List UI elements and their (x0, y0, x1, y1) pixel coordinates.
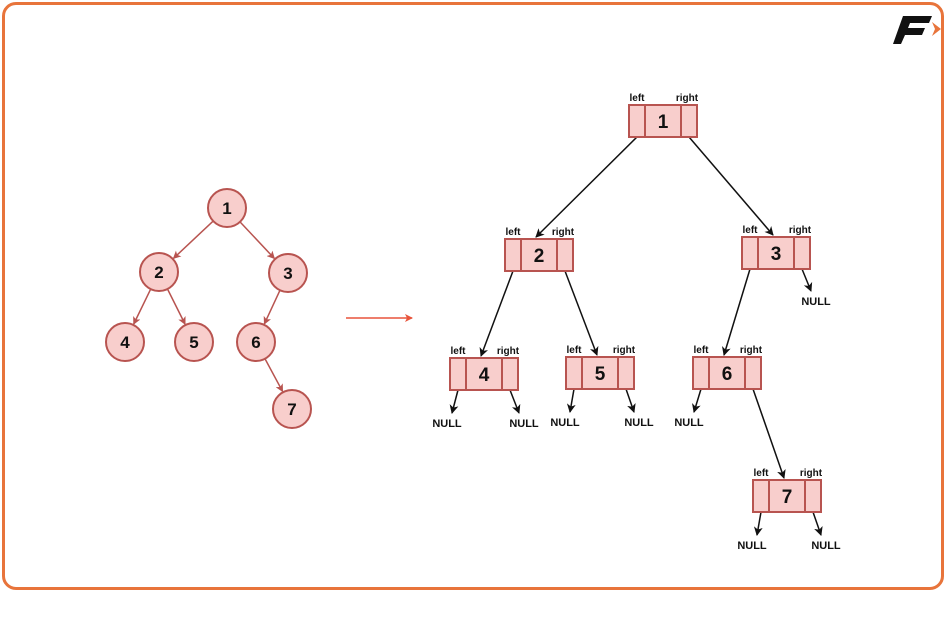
null-label: NULL (432, 418, 462, 430)
left-label: left (694, 345, 710, 356)
right-label: right (800, 468, 823, 479)
tree-node-5: 5 (174, 322, 214, 362)
linked-node-3: 3 left right (741, 225, 812, 270)
node-value: 6 (251, 333, 260, 352)
node-box (504, 238, 574, 272)
tree-edge (172, 220, 214, 259)
linked-node-5: 5 left right (565, 345, 636, 390)
left-pointer-edge (753, 511, 763, 536)
right-label: right (497, 346, 520, 357)
tree-node-6: 6 (236, 322, 276, 362)
node-value: 4 (120, 333, 130, 352)
tree-edge (166, 288, 186, 326)
node-value: 2 (534, 246, 545, 267)
node-circle (139, 252, 179, 292)
node-circle (207, 188, 247, 228)
node-circle (174, 322, 214, 362)
left-pointer-edge (692, 388, 702, 413)
tree-edge (133, 288, 152, 325)
right-pointer-edge (688, 136, 774, 236)
tree-edge (264, 358, 284, 393)
right-pointer-edge (752, 388, 786, 479)
null-label: NULL (737, 540, 767, 552)
diagram-frame (2, 2, 944, 590)
tree-node-1: 1 (207, 188, 247, 228)
linked-node-7: 7 left right (752, 468, 823, 513)
linked-node-2: 2 left right (504, 227, 575, 272)
right-label: right (676, 93, 699, 104)
right-label: right (789, 225, 812, 236)
node-value: 1 (222, 199, 231, 218)
tree-edge (239, 221, 275, 260)
node-circle (236, 322, 276, 362)
linked-node-6: 6 left right (692, 345, 763, 390)
node-circle (272, 389, 312, 429)
node-value: 4 (479, 365, 490, 386)
left-label: left (630, 93, 646, 104)
node-box (741, 236, 811, 270)
left-pointer-edge (479, 270, 514, 357)
node-box (628, 104, 698, 138)
null-label: NULL (674, 417, 704, 429)
node-circle (268, 253, 308, 293)
left-label: left (451, 346, 467, 357)
node-box (449, 357, 519, 391)
left-pointer-edge (566, 388, 576, 413)
null-label: NULL (801, 296, 831, 308)
left-label: left (567, 345, 583, 356)
null-label: NULL (811, 540, 841, 552)
node-value: 3 (283, 264, 292, 283)
node-value: 2 (154, 263, 163, 282)
node-circle (105, 322, 145, 362)
null-label: NULL (624, 417, 654, 429)
node-value: 7 (287, 400, 296, 419)
left-pointer-edge (535, 136, 638, 238)
tree-node-4: 4 (105, 322, 145, 362)
right-label: right (613, 345, 636, 356)
right-label: right (552, 227, 575, 238)
left-pointer-edge (449, 389, 459, 414)
right-label: right (740, 345, 763, 356)
right-pointer-edge (509, 389, 521, 414)
tree-node-3: 3 (268, 253, 308, 293)
linked-node-4: 4 left right (449, 346, 520, 391)
left-label: left (506, 227, 522, 238)
left-label: left (743, 225, 759, 236)
node-value: 5 (189, 333, 198, 352)
node-box (692, 356, 762, 390)
right-pointer-edge (564, 270, 599, 356)
node-box (752, 479, 822, 513)
node-value: 6 (722, 364, 733, 385)
null-label: NULL (550, 417, 580, 429)
linked-node-1: 1 left right (628, 93, 699, 138)
tree-node-2: 2 (139, 252, 179, 292)
tree-node-7: 7 (272, 389, 312, 429)
left-label: left (754, 468, 770, 479)
node-value: 5 (595, 364, 606, 385)
right-pointer-edge (801, 268, 813, 292)
node-value: 1 (658, 112, 669, 133)
node-box (565, 356, 635, 390)
null-label: NULL (509, 418, 539, 430)
tree-edge (263, 289, 281, 325)
left-pointer-edge (722, 268, 751, 356)
right-pointer-edge (812, 511, 823, 536)
right-pointer-edge (625, 388, 636, 413)
node-value: 3 (771, 244, 782, 265)
node-value: 7 (782, 487, 793, 508)
